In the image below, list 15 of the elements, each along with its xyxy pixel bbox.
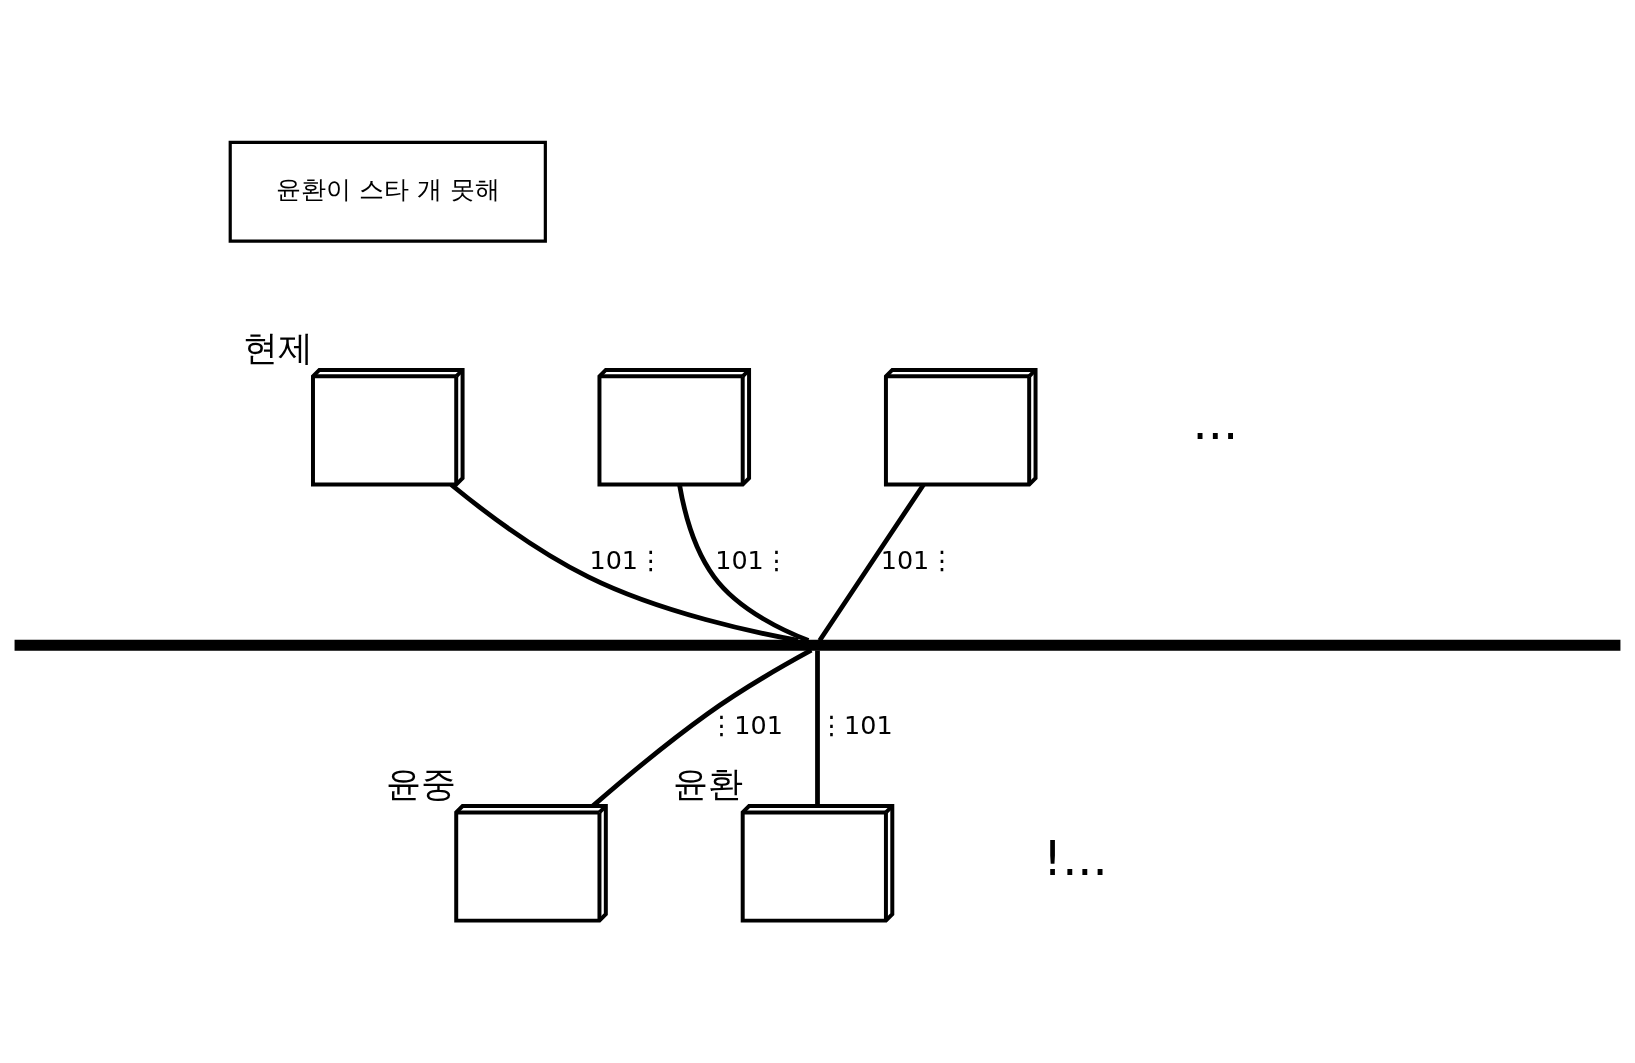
edge-label: ⋮101: [708, 710, 783, 741]
edge-label: ⋮101: [818, 710, 893, 741]
label: ...: [1192, 395, 1239, 451]
connector: [677, 484, 810, 643]
node-bar: [14, 639, 1621, 651]
node-label: 윤중: [386, 763, 457, 804]
node-box: 윤환이 스타 개 못해: [228, 140, 547, 243]
node-label: 현제: [242, 327, 313, 368]
edge-label: 101⋮: [589, 544, 664, 575]
connector: [817, 483, 926, 642]
edge-label: 101⋮: [715, 544, 790, 575]
label: !...: [1043, 831, 1108, 887]
edge-label: 101⋮: [880, 544, 955, 575]
node-label: 윤환: [672, 763, 743, 804]
connector: [815, 650, 820, 806]
